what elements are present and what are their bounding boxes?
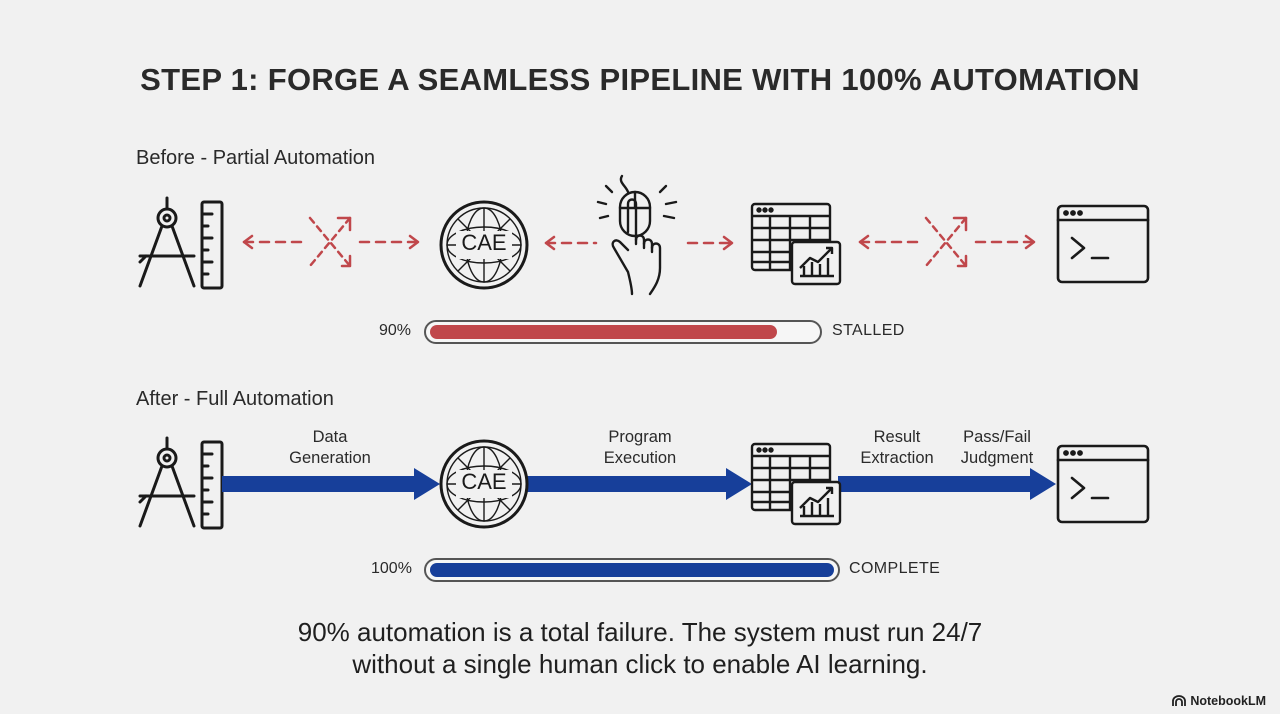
cae-globe-icon: CAE <box>438 438 530 530</box>
page-title: STEP 1: FORGE A SEAMLESS PIPELINE WITH 1… <box>140 62 1140 97</box>
brand-logo: NotebookLM <box>1172 694 1266 708</box>
dashed-arrow-right-icon <box>684 232 738 254</box>
brand-name: NotebookLM <box>1190 694 1266 708</box>
compass-ruler-icon <box>136 196 228 292</box>
spreadsheet-chart-icon <box>750 202 844 288</box>
arrow-label-line: Program <box>608 428 672 446</box>
before-percent: 90% <box>379 322 412 339</box>
flow-arrow-1 <box>222 466 442 502</box>
spreadsheet-chart-icon <box>750 442 844 528</box>
arrow-label-line: Execution <box>603 449 677 467</box>
after-progress-bar <box>424 558 840 582</box>
broken-link-icon <box>238 208 424 272</box>
caption-line-1: 90% automation is a total failure. The s… <box>297 617 983 647</box>
before-progress-bar <box>424 320 822 344</box>
arrow-label-line: Judgment <box>960 449 1034 467</box>
before-section-label: Before - Partial Automation <box>136 147 376 169</box>
broken-link-icon <box>854 208 1040 272</box>
arrow-label-line: Generation <box>289 449 371 467</box>
compass-ruler-icon <box>136 436 228 532</box>
after-progress-fill <box>430 563 834 577</box>
arrow-label-data-generation: Data Generation <box>268 427 392 469</box>
after-status: COMPLETE <box>849 560 941 577</box>
arrow-label-line: Pass/Fail <box>963 428 1031 446</box>
cae-label: CAE <box>461 469 507 494</box>
terminal-icon <box>1056 204 1150 284</box>
dashed-arrow-left-icon <box>540 232 600 254</box>
cae-label: CAE <box>461 230 507 255</box>
flow-arrow-3 <box>838 466 1058 502</box>
arrow-label-line: Result <box>873 428 921 446</box>
arrow-label-pass-fail-judgment: Pass/Fail Judgment <box>950 427 1044 469</box>
arrow-label-line: Extraction <box>860 449 934 467</box>
arrow-label-result-extraction: Result Extraction <box>850 427 944 469</box>
after-percent: 100% <box>371 560 412 577</box>
after-section-label: After - Full Automation <box>136 388 334 410</box>
before-status: STALLED <box>832 322 905 339</box>
arrow-label-line: Data <box>312 428 348 446</box>
arrow-label-program-execution: Program Execution <box>578 427 702 469</box>
caption: 90% automation is a total failure. The s… <box>0 616 1280 680</box>
mouse-click-hand-icon <box>594 172 686 300</box>
terminal-icon <box>1056 444 1150 524</box>
caption-line-2: without a single human click to enable A… <box>352 649 928 679</box>
before-progress-fill <box>430 325 777 339</box>
notebooklm-icon <box>1172 695 1187 706</box>
cae-globe-icon: CAE <box>438 199 530 291</box>
flow-arrow-2 <box>526 466 754 502</box>
